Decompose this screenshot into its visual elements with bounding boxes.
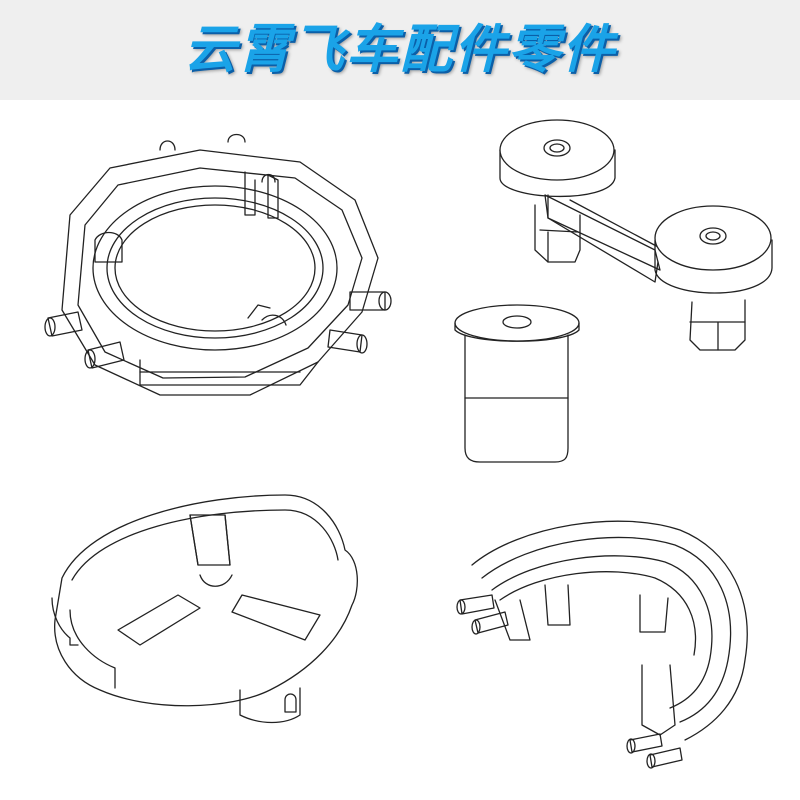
curved-rail-segment [457, 521, 747, 768]
peg-right-front [350, 292, 391, 310]
title-banner: 云霄飞车配件零件 [0, 0, 800, 100]
peg-bottom-a [627, 734, 662, 753]
peg-top-b [472, 612, 508, 634]
flanged-bushing [455, 305, 579, 462]
octagonal-ring-bracket [45, 135, 391, 396]
peg-left-front [45, 312, 82, 336]
peg-right-bottom [328, 330, 367, 353]
peg-bottom-b [647, 748, 682, 768]
double-hole-link-arm [500, 120, 772, 350]
banner-title: 云霄飞车配件零件 [183, 20, 616, 80]
peg-top-a [457, 595, 494, 614]
peg-left-bottom [85, 342, 124, 368]
three-slot-round-plate [52, 495, 357, 723]
